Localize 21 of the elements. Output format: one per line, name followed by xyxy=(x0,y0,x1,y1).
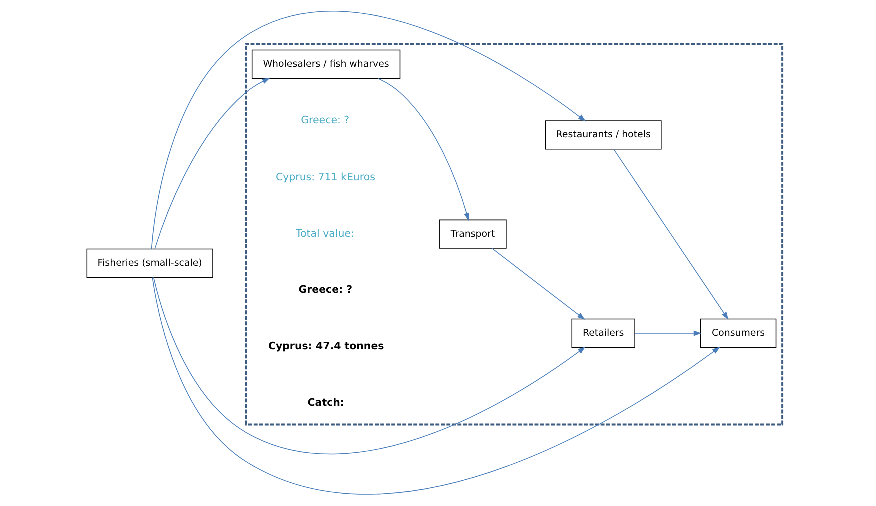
label: Catch: xyxy=(308,398,345,410)
node-box: Fisheries (small-scale) xyxy=(86,248,214,278)
node-box: Retailers xyxy=(572,318,636,348)
arrow xyxy=(152,277,720,495)
node-box: Consumers xyxy=(700,318,777,348)
arrow xyxy=(154,78,270,250)
arrow xyxy=(378,78,470,222)
arrow xyxy=(151,11,586,250)
arrow xyxy=(614,149,729,320)
arrow xyxy=(153,277,586,455)
label: Greece: ? xyxy=(301,116,350,127)
label: Cyprus: 711 kEuros xyxy=(276,172,376,184)
label: Total value: xyxy=(296,229,354,240)
arrow xyxy=(492,248,586,320)
node-box: Wholesalers / fish wharves xyxy=(252,50,401,79)
node-box: Restaurants / hotels xyxy=(545,120,662,150)
node-box: Transport xyxy=(439,220,507,249)
arrow xyxy=(634,330,702,336)
cluster xyxy=(245,42,784,426)
label: Cyprus: 47.4 tonnes xyxy=(268,342,384,352)
label: Greece: ? xyxy=(298,284,353,296)
